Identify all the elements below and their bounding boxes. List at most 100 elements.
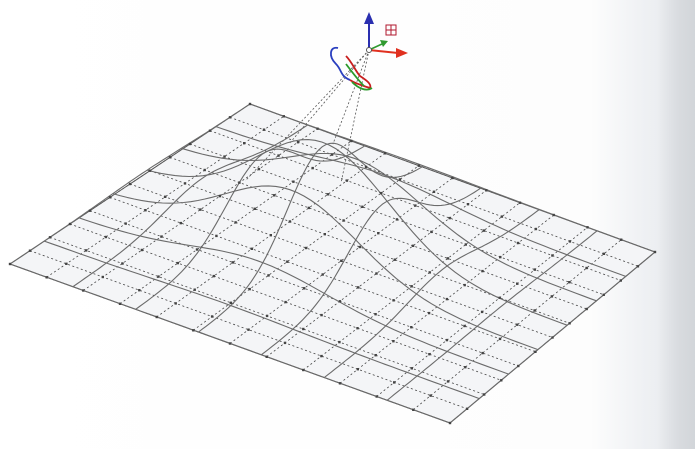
control-point[interactable] [429, 394, 432, 397]
control-point[interactable] [238, 181, 241, 184]
control-point[interactable] [330, 153, 334, 156]
control-point[interactable] [653, 250, 657, 254]
control-point[interactable] [636, 265, 640, 268]
control-point[interactable] [215, 234, 218, 238]
control-point[interactable] [68, 222, 72, 226]
control-point[interactable] [485, 189, 488, 192]
control-point[interactable] [445, 338, 449, 342]
control-point[interactable] [410, 367, 413, 370]
control-point[interactable] [412, 408, 415, 411]
control-point[interactable] [234, 221, 237, 224]
control-point[interactable] [533, 309, 536, 312]
control-point[interactable] [585, 307, 588, 311]
control-point[interactable] [316, 127, 319, 130]
control-point[interactable] [248, 287, 251, 291]
control-point[interactable] [108, 196, 112, 199]
control-point[interactable] [448, 421, 452, 425]
control-point[interactable] [374, 354, 377, 357]
control-point[interactable] [229, 301, 233, 304]
control-point[interactable] [292, 180, 295, 183]
control-point[interactable] [516, 323, 519, 326]
control-point[interactable] [586, 226, 589, 229]
control-point[interactable] [451, 176, 454, 180]
control-point[interactable] [383, 152, 387, 155]
control-point[interactable] [283, 341, 287, 345]
control-point[interactable] [121, 262, 124, 265]
control-point[interactable] [247, 328, 250, 331]
control-point[interactable] [192, 329, 195, 332]
control-point[interactable] [518, 201, 522, 204]
control-point[interactable] [243, 142, 246, 145]
control-point[interactable] [483, 393, 486, 396]
control-point[interactable] [160, 235, 163, 238]
move-gizmo-icon[interactable] [364, 12, 408, 58]
control-point[interactable] [321, 273, 324, 276]
control-point[interactable] [463, 283, 466, 287]
control-point[interactable] [188, 142, 192, 146]
control-point[interactable] [223, 155, 226, 158]
control-point[interactable] [269, 234, 272, 237]
control-point[interactable] [358, 245, 361, 249]
control-point[interactable] [464, 366, 467, 369]
control-point[interactable] [128, 182, 132, 186]
control-point[interactable] [193, 288, 196, 291]
control-point[interactable] [277, 154, 280, 157]
control-point[interactable] [307, 206, 311, 210]
control-point[interactable] [88, 209, 92, 212]
control-point[interactable] [155, 315, 158, 319]
control-point[interactable] [176, 261, 179, 265]
control-point[interactable] [619, 279, 622, 282]
control-point[interactable] [208, 129, 212, 132]
control-point[interactable] [231, 261, 234, 264]
control-point[interactable] [183, 182, 187, 185]
control-point[interactable] [374, 313, 377, 316]
control-point[interactable] [428, 271, 431, 274]
control-point[interactable] [228, 116, 232, 119]
control-point[interactable] [45, 276, 48, 279]
control-point[interactable] [482, 229, 486, 232]
control-point[interactable] [534, 227, 538, 231]
control-point[interactable] [267, 274, 270, 277]
control-point[interactable] [417, 164, 420, 167]
control-point[interactable] [393, 258, 396, 261]
rotation-gizmo-icon[interactable] [330, 46, 373, 91]
control-point[interactable] [517, 364, 520, 368]
control-point[interactable] [304, 246, 308, 250]
control-point[interactable] [257, 167, 261, 171]
control-point[interactable] [498, 296, 501, 299]
control-point[interactable] [345, 179, 349, 182]
control-point[interactable] [500, 215, 504, 218]
control-point[interactable] [356, 327, 359, 330]
control-point[interactable] [448, 216, 451, 220]
control-point[interactable] [410, 285, 413, 288]
control-point[interactable] [342, 219, 345, 222]
control-point[interactable] [410, 326, 413, 329]
control-point[interactable] [550, 295, 554, 298]
control-point[interactable] [568, 240, 572, 243]
control-point[interactable] [282, 115, 285, 118]
control-point[interactable] [320, 313, 323, 317]
control-point[interactable] [138, 289, 141, 292]
control-point[interactable] [168, 156, 172, 159]
control-point[interactable] [311, 166, 314, 170]
control-point[interactable] [203, 168, 206, 172]
control-point[interactable] [284, 300, 287, 304]
control-point[interactable] [411, 244, 415, 247]
control-point[interactable] [273, 194, 276, 197]
control-point[interactable] [500, 379, 503, 382]
control-point[interactable] [338, 340, 341, 344]
control-point[interactable] [48, 236, 52, 239]
control-point[interactable] [340, 259, 343, 262]
control-point[interactable] [393, 381, 396, 384]
control-point[interactable] [248, 102, 252, 106]
control-point[interactable] [414, 204, 417, 207]
control-point[interactable] [195, 248, 199, 251]
control-point[interactable] [288, 220, 292, 223]
control-point[interactable] [568, 322, 571, 325]
control-point[interactable] [303, 287, 306, 290]
control-point[interactable] [465, 407, 469, 410]
control-points[interactable] [8, 102, 657, 425]
control-point[interactable] [265, 355, 268, 358]
control-point[interactable] [296, 141, 300, 144]
control-point[interactable] [262, 128, 266, 131]
